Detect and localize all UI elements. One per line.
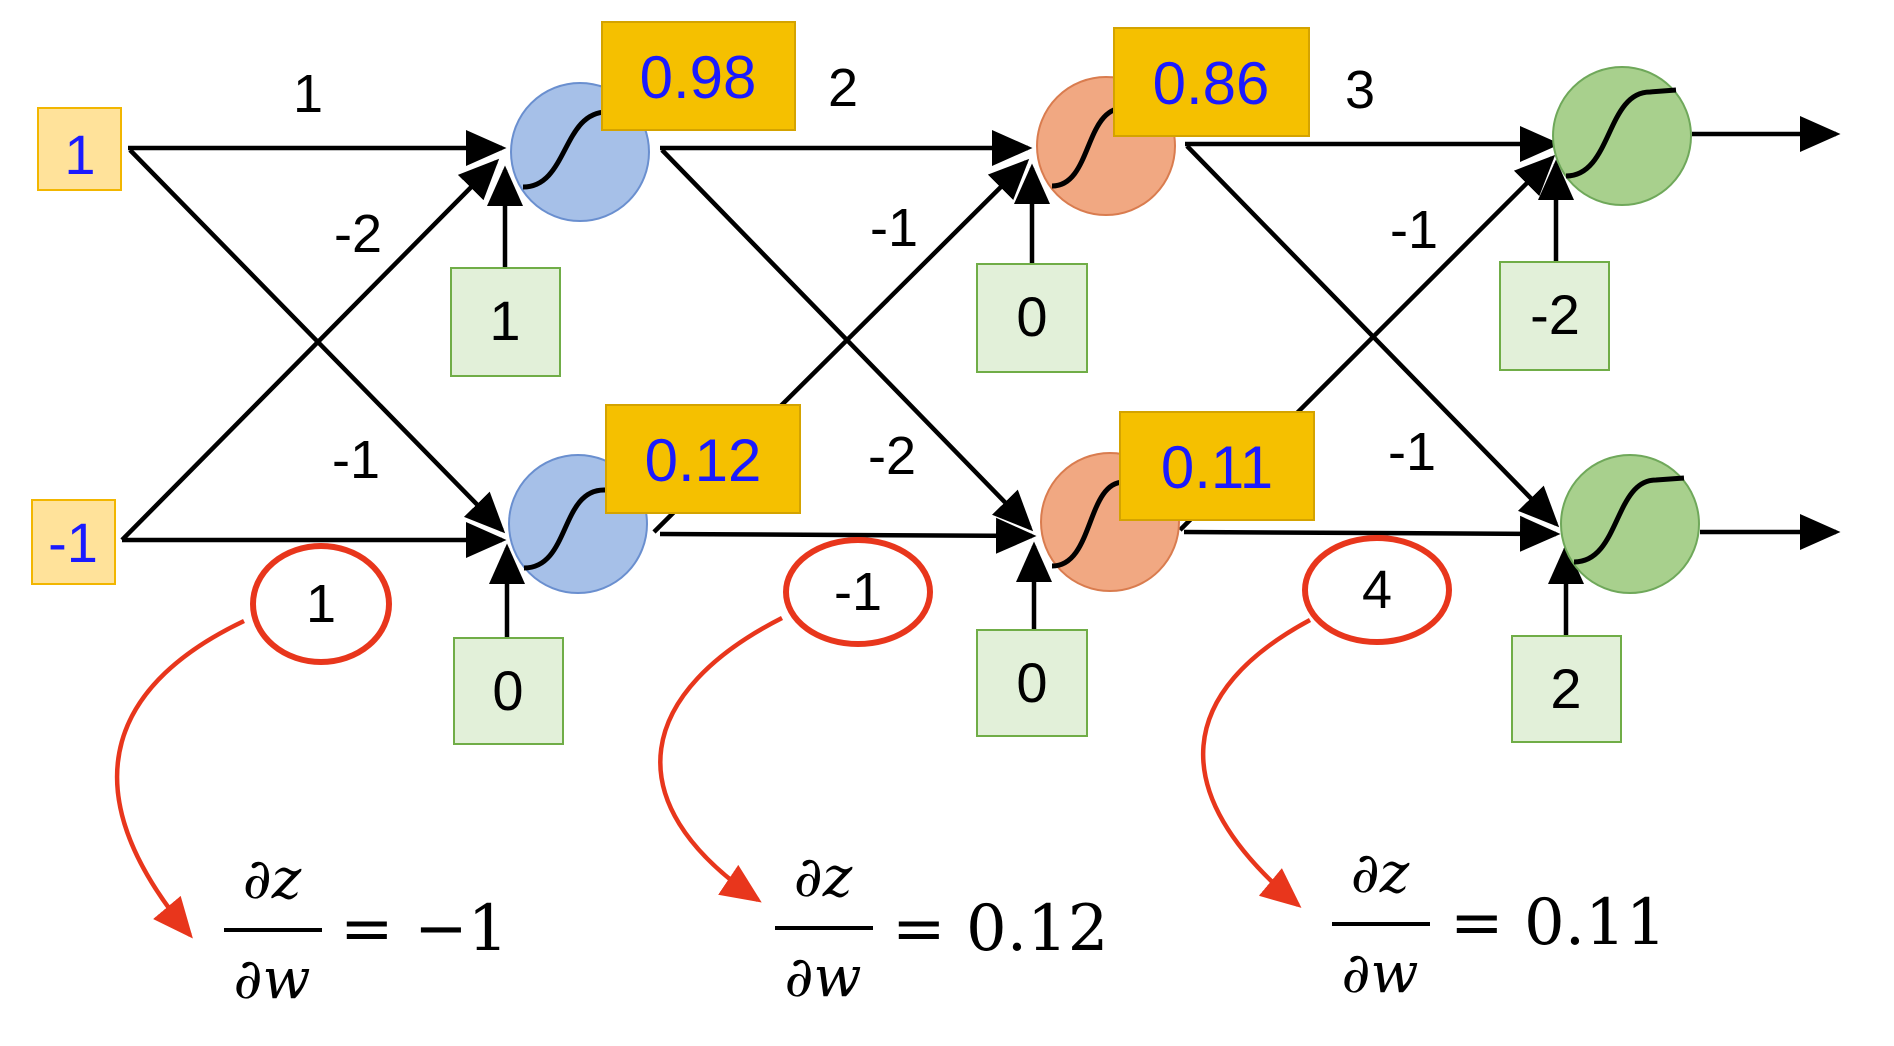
- formula-numerator: ∂z: [794, 845, 853, 910]
- highlighted-weights: 1 -1 4: [250, 535, 1452, 665]
- output-value-l2-top: 0.86: [1153, 50, 1270, 117]
- weight-label: 4: [1362, 560, 1392, 620]
- bias-value-l1-top: 1: [489, 289, 520, 352]
- output-boxes: 0.98 0.12 0.86 0.11: [601, 21, 1315, 521]
- bias-value-l3-bottom: 2: [1550, 657, 1581, 720]
- sigmoid-icon: [1051, 479, 1125, 569]
- formula-numerator: ∂z: [243, 847, 302, 912]
- sigmoid-icon: [523, 487, 614, 571]
- output-value-l1-bottom: 0.12: [645, 427, 762, 494]
- derivative-formula-3: ∂z ∂w = 0.11: [1332, 841, 1666, 1006]
- bias-box-l3-top: [1499, 261, 1610, 371]
- highlight-ring: [1302, 535, 1452, 645]
- sigmoid-icon: [522, 109, 618, 190]
- edge-l1bottom-to-l2bottom: [659, 517, 1037, 554]
- layer3-nodes: [1552, 66, 1700, 594]
- input-box-2: [31, 499, 116, 585]
- weight-label: 2: [828, 58, 858, 118]
- weight-label: -2: [868, 426, 916, 486]
- weight-label: -1: [834, 562, 882, 622]
- output-box-l1-bottom: [605, 404, 801, 514]
- neuron-l3-top: [1552, 66, 1692, 206]
- derivative-formula-2: ∂z ∂w = 0.12: [775, 845, 1108, 1010]
- output-box-l2-top: [1113, 27, 1310, 137]
- bias-box-l3-bottom: [1511, 635, 1622, 743]
- sigmoid-icon: [1565, 87, 1677, 179]
- weight-label: 1: [293, 64, 323, 124]
- sigmoid-icon: [1573, 475, 1685, 565]
- bias-box-l1-bottom: [453, 637, 564, 745]
- edge-l2top-to-l3bottom: [1185, 144, 1560, 528]
- annotation-arrow-2: [658, 615, 784, 903]
- derivative-formula-1: ∂z ∂w = −1: [224, 847, 508, 1012]
- weight-label: -2: [334, 204, 382, 264]
- annotation-arrow-3: [1200, 618, 1312, 908]
- formula-denominator: ∂w: [1342, 941, 1419, 1006]
- formula-numerator: ∂z: [1351, 841, 1410, 906]
- output-box-l2-bottom: [1119, 411, 1315, 521]
- weight-label: -1: [1388, 422, 1436, 482]
- bias-value-l1-bottom: 0: [492, 659, 523, 722]
- edge-l2bottom-to-l3bottom: [1183, 515, 1561, 552]
- annotation-arrow-1: [114, 618, 245, 939]
- highlight-ring: [783, 537, 933, 647]
- weight-label: -1: [870, 198, 918, 258]
- weight-label: -1: [1390, 200, 1438, 260]
- formula-denominator: ∂w: [234, 947, 311, 1012]
- bias-boxes: 1 0 0 0 -2 2: [450, 261, 1622, 745]
- output-box-l1-top: [601, 21, 796, 131]
- edge-in1-to-l1bottom: [128, 148, 506, 534]
- formula-value: = 0.12: [892, 892, 1108, 966]
- highlight-ring: [250, 543, 392, 665]
- output-value-l1-top: 0.98: [640, 44, 757, 111]
- edge-in2-to-l1top: [120, 158, 500, 542]
- bias-value-l2-bottom: 0: [1016, 651, 1047, 714]
- output-value-l2-bottom: 0.11: [1161, 434, 1273, 501]
- weight-label: 1: [306, 574, 336, 634]
- input-boxes: 1 -1: [31, 107, 122, 585]
- input-value-2: -1: [48, 511, 98, 574]
- neuron-l3-bottom: [1560, 454, 1700, 594]
- layer2-nodes: [1036, 76, 1180, 592]
- formula-denominator: ∂w: [785, 945, 862, 1010]
- bias-box-l1-top: [450, 267, 561, 377]
- sigmoid-icon: [1051, 105, 1125, 189]
- bias-box-l2-bottom: [976, 629, 1088, 737]
- weight-label: -1: [332, 430, 380, 490]
- layer1-edges: [120, 130, 507, 558]
- annotation-arrows: [114, 615, 1312, 939]
- bias-box-l2-top: [976, 263, 1088, 373]
- output-arrows: [1692, 116, 1841, 550]
- formula-value: = 0.11: [1450, 886, 1666, 960]
- bias-value-l3-top: -2: [1530, 283, 1580, 346]
- weight-label: 3: [1345, 60, 1375, 120]
- input-value-1: 1: [64, 123, 95, 186]
- bias-value-l2-top: 0: [1016, 285, 1047, 348]
- formula-value: = −1: [340, 892, 508, 966]
- input-box-1: [37, 107, 122, 191]
- weight-labels: 1 -2 -1 2 -1 -2 3 -1 -1: [293, 58, 1438, 490]
- bias-arrows: [487, 159, 1584, 638]
